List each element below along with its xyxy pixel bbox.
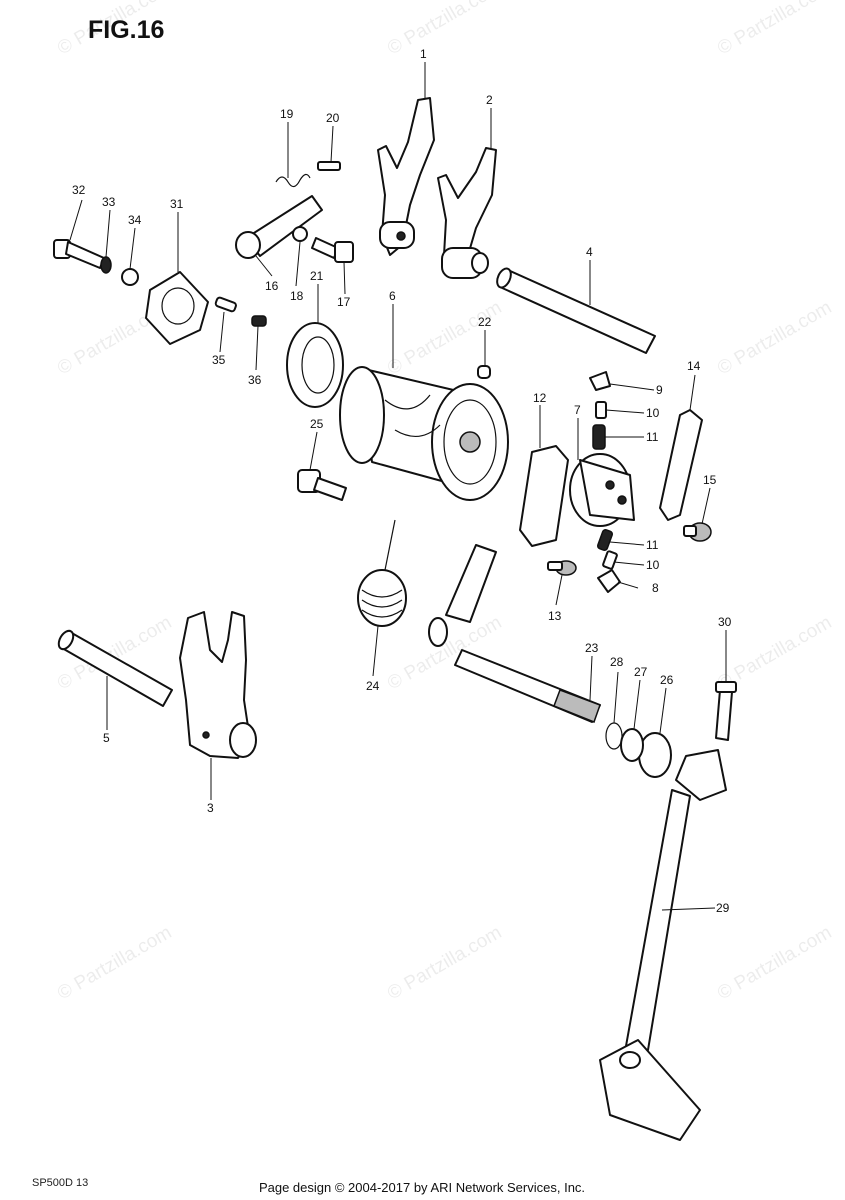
part-32-bolt[interactable] — [53, 239, 105, 269]
callout-4: 4 — [586, 245, 593, 259]
callout-15: 15 — [703, 473, 717, 487]
part-30-bolt[interactable] — [715, 681, 737, 741]
part-6-shift-cam[interactable] — [339, 366, 509, 501]
part-29-gearshift-lever[interactable] — [599, 749, 727, 1141]
part-11-spring[interactable] — [596, 528, 614, 552]
callout-29: 29 — [716, 901, 730, 915]
part-2-shift-fork[interactable] — [437, 147, 497, 279]
part-14-link[interactable] — [659, 409, 703, 521]
callout-11a: 11 — [646, 430, 659, 444]
watermark: © Partzilla.com — [384, 922, 505, 1004]
part-4-shaft[interactable] — [494, 266, 656, 354]
callout-35: 35 — [212, 353, 226, 367]
footer-copyright: Page design © 2004-2017 by ARI Network S… — [259, 1180, 585, 1195]
part-17-bolt[interactable] — [311, 237, 354, 263]
callout-3: 3 — [207, 801, 214, 815]
callout-1: 1 — [420, 47, 427, 61]
callout-32: 32 — [72, 183, 86, 197]
callout-27: 27 — [634, 665, 648, 679]
callout-5: 5 — [103, 731, 110, 745]
leader-lines — [69, 62, 727, 911]
callout-28: 28 — [610, 655, 624, 669]
callout-19: 19 — [280, 107, 294, 121]
callout-10b: 10 — [646, 558, 660, 572]
part-25-bolt[interactable] — [297, 469, 347, 501]
callout-13: 13 — [548, 609, 562, 623]
callout-22: 22 — [478, 315, 492, 329]
figure-code: SP500D 13 — [32, 1177, 88, 1189]
part-5-shaft[interactable] — [56, 628, 173, 707]
callout-8: 8 — [652, 581, 659, 595]
part-21-plate[interactable] — [286, 322, 344, 408]
part-19-spring[interactable] — [275, 173, 311, 188]
callout-7: 7 — [574, 403, 581, 417]
part-11-spring[interactable] — [592, 424, 606, 450]
part-27-washer[interactable] — [620, 728, 644, 762]
callout-2: 2 — [486, 93, 493, 107]
callout-10a: 10 — [646, 406, 660, 420]
part-3-shift-fork[interactable] — [179, 611, 257, 759]
watermark: © Partzilla.com — [54, 922, 175, 1004]
part-13-screw[interactable] — [547, 560, 577, 576]
callout-20: 20 — [326, 111, 340, 125]
callouts: 1 2 3 4 5 6 7 8 9 10 10 11 11 12 13 14 1… — [72, 47, 732, 915]
callout-17: 17 — [337, 295, 351, 309]
callout-31: 31 — [170, 197, 184, 211]
watermark: © Partzilla.com — [714, 0, 835, 59]
part-31-cover[interactable] — [145, 271, 209, 345]
part-16-stopper-arm[interactable] — [235, 195, 323, 259]
part-26-oil-seal[interactable] — [638, 732, 672, 778]
part-7-cam-gear[interactable] — [569, 453, 635, 527]
callout-34: 34 — [128, 213, 142, 227]
part-24-spring[interactable] — [357, 519, 407, 627]
watermark-group: © Partzilla.com © Partzilla.com © Partzi… — [54, 0, 835, 1004]
part-35-pin[interactable] — [214, 296, 237, 313]
part-15-screw[interactable] — [683, 522, 712, 542]
callout-33: 33 — [102, 195, 116, 209]
callout-14: 14 — [687, 359, 701, 373]
callout-25: 25 — [310, 417, 324, 431]
part-20-pin[interactable] — [317, 161, 341, 171]
part-23-gearshift-shaft[interactable] — [428, 544, 601, 723]
part-22-pin[interactable] — [477, 365, 491, 379]
callout-12: 12 — [533, 391, 547, 405]
part-8-stopper[interactable] — [597, 569, 621, 593]
watermark: © Partzilla.com — [384, 0, 505, 59]
part-10-pin[interactable] — [602, 550, 618, 570]
callout-23: 23 — [585, 641, 599, 655]
part-9-stopper[interactable] — [589, 371, 611, 391]
callout-36: 36 — [248, 373, 262, 387]
callout-26: 26 — [660, 673, 674, 687]
part-28-circlip[interactable] — [605, 722, 623, 750]
callout-11b: 11 — [646, 538, 659, 552]
callout-24: 24 — [366, 679, 380, 693]
part-12-plate[interactable] — [519, 445, 569, 547]
part-33-washer[interactable] — [100, 256, 112, 274]
callout-9: 9 — [656, 383, 663, 397]
watermark: © Partzilla.com — [714, 922, 835, 1004]
figure-title: FIG.16 — [88, 16, 164, 44]
callout-6: 6 — [389, 289, 396, 303]
callout-16: 16 — [265, 279, 279, 293]
callout-21: 21 — [310, 269, 324, 283]
part-18-washer[interactable] — [292, 226, 308, 242]
part-1-shift-fork[interactable] — [377, 97, 435, 256]
part-34-washer[interactable] — [121, 268, 139, 286]
callout-30: 30 — [718, 615, 732, 629]
part-10-pin[interactable] — [595, 401, 607, 419]
callout-18: 18 — [290, 289, 304, 303]
part-36-spring[interactable] — [251, 315, 267, 327]
watermark: © Partzilla.com — [714, 297, 835, 379]
